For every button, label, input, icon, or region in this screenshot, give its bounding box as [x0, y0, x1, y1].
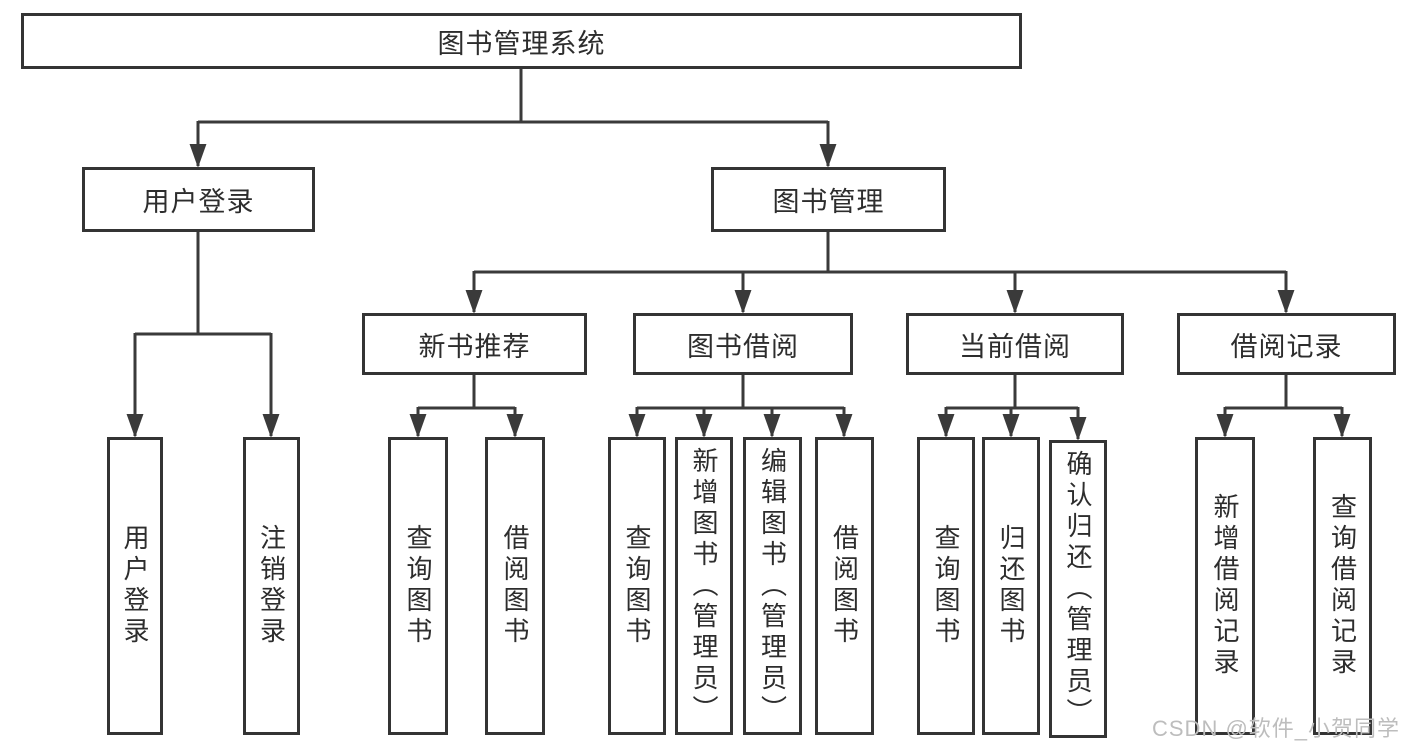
node-leaf-return-books: 归还图书 — [982, 437, 1040, 735]
node-leaf-query-books-recommend: 查询图书 — [388, 437, 448, 735]
node-book-borrowing: 图书借阅 — [633, 313, 853, 375]
node-root-library-management-system: 图书管理系统 — [21, 13, 1022, 69]
node-current-borrowing: 当前借阅 — [906, 313, 1124, 375]
node-leaf-query-borrow-records: 查询借阅记录 — [1313, 437, 1372, 735]
node-leaf-borrow-books-recommend: 借阅图书 — [485, 437, 545, 735]
node-user-login-branch: 用户登录 — [82, 167, 315, 232]
node-leaf-borrow-books: 借阅图书 — [815, 437, 874, 735]
node-leaf-add-book-admin: 新增图书（管理员） — [675, 437, 733, 735]
node-leaf-query-books-current: 查询图书 — [917, 437, 975, 735]
node-new-book-recommendation: 新书推荐 — [362, 313, 587, 375]
node-leaf-logout: 注销登录 — [243, 437, 300, 735]
node-book-management-branch: 图书管理 — [711, 167, 946, 232]
csdn-watermark: CSDN @软件_小贺同学 — [1152, 716, 1401, 741]
node-leaf-add-borrow-record: 新增借阅记录 — [1195, 437, 1255, 735]
node-borrowing-records: 借阅记录 — [1177, 313, 1396, 375]
node-leaf-confirm-return-admin: 确认归还（管理员） — [1049, 440, 1107, 738]
node-leaf-query-books-borrowing: 查询图书 — [608, 437, 666, 735]
node-leaf-user-login: 用户登录 — [107, 437, 163, 735]
node-leaf-edit-book-admin: 编辑图书（管理员） — [743, 437, 802, 735]
